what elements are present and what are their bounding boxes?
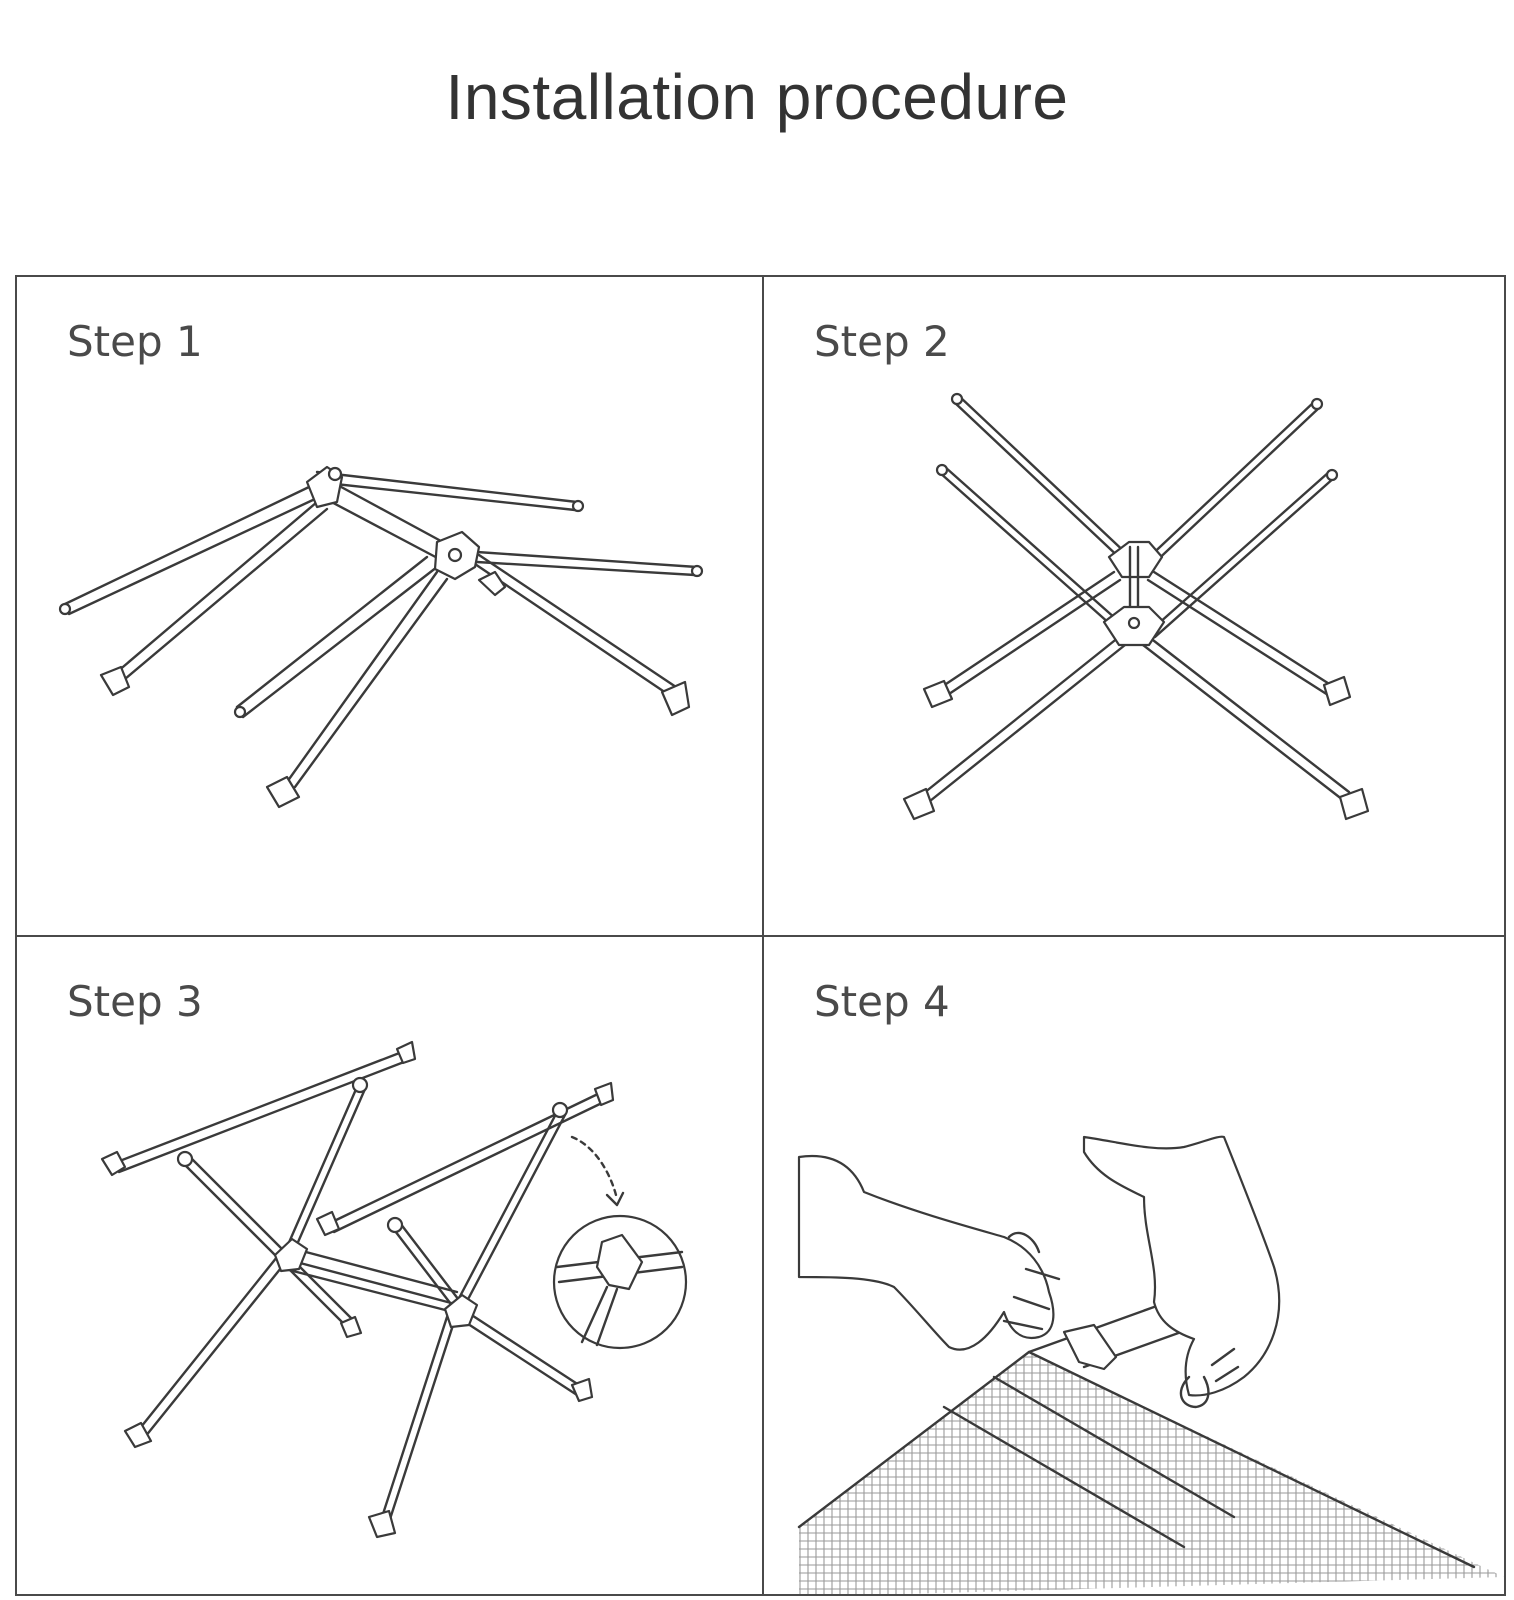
step-4-panel: Step 4 [764, 937, 1507, 1594]
step-3-label: Step 3 [67, 977, 203, 1026]
step-1-label: Step 1 [67, 317, 203, 366]
grid-divider-horizontal [17, 935, 1504, 937]
step-1-panel: Step 1 [17, 277, 760, 934]
steps-grid: Step 1 [15, 275, 1506, 1596]
page-title: Installation procedure [445, 61, 1069, 133]
step-3-panel: Step 3 [17, 937, 760, 1594]
step-2-label: Step 2 [814, 317, 950, 366]
step-4-label: Step 4 [814, 977, 950, 1026]
step-1-frame-illustration [58, 465, 704, 809]
step-2-frame-illustration [902, 392, 1370, 821]
step-4-tabletop-illustration [797, 1135, 1504, 1594]
step-2-panel: Step 2 [764, 277, 1507, 934]
step-3-frame-illustration [100, 1040, 688, 1539]
